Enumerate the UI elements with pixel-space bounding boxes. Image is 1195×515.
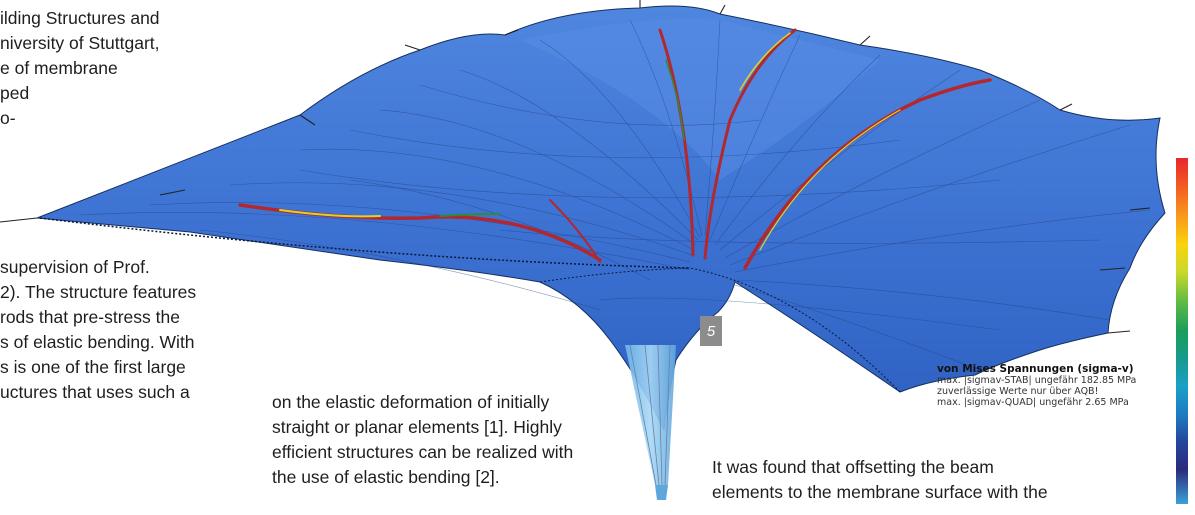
text-line: uctures that uses such a xyxy=(0,382,190,402)
text-line: ilding Structures and xyxy=(0,8,160,28)
stress-legend: von Mises Spannungen (sigma-v) max. |sig… xyxy=(937,363,1137,409)
elastic-rods xyxy=(238,28,992,270)
text-line: supervision of Prof. xyxy=(0,257,150,277)
text-line: ped xyxy=(0,83,30,103)
text-column-right: It was found that offsetting the beam el… xyxy=(712,455,1048,505)
legend-line: max. |sigmav-QUAD| ungefähr 2.65 MPa xyxy=(937,397,1129,408)
membrane-surface xyxy=(36,5,1166,432)
legend-title: von Mises Spannungen (sigma-v) xyxy=(937,363,1134,375)
text-line: niversity of Stuttgart, xyxy=(0,33,160,53)
figure-number-badge: 5 xyxy=(700,316,722,346)
text-column-left-top: ilding Structures and niversity of Stutt… xyxy=(0,6,160,131)
text-line: s of elastic bending. With xyxy=(0,332,195,352)
cables xyxy=(0,0,1151,334)
text-line: o- xyxy=(0,108,16,128)
rod-5 xyxy=(549,199,601,263)
text-line: the use of elastic bending [2]. xyxy=(272,467,500,487)
text-column-left-bottom: supervision of Prof. 2). The structure f… xyxy=(0,255,196,405)
text-column-middle: on the elastic deformation of initially … xyxy=(272,390,573,490)
text-line: s is one of the first large xyxy=(0,357,186,377)
text-line: straight or planar elements [1]. Highly xyxy=(272,417,562,437)
text-line: 2). The structure features xyxy=(0,282,197,302)
mesh-lines xyxy=(79,19,1151,371)
text-line: rods that pre-stress the xyxy=(0,307,180,327)
color-scale-bar xyxy=(1176,158,1188,504)
legend-line: zuverlässige Werte nur über AQB! xyxy=(937,386,1099,397)
text-line: on the elastic deformation of initially xyxy=(272,392,550,412)
text-line: e of membrane xyxy=(0,58,118,78)
text-line: elements to the membrane surface with th… xyxy=(712,482,1048,502)
text-line: efficient structures can be realized wit… xyxy=(272,442,574,462)
text-line: It was found that offsetting the beam xyxy=(712,457,994,477)
legend-line: max. |sigmav-STAB| ungefähr 182.85 MPa xyxy=(937,375,1137,386)
mast xyxy=(625,344,676,500)
rod-3 xyxy=(703,28,797,260)
